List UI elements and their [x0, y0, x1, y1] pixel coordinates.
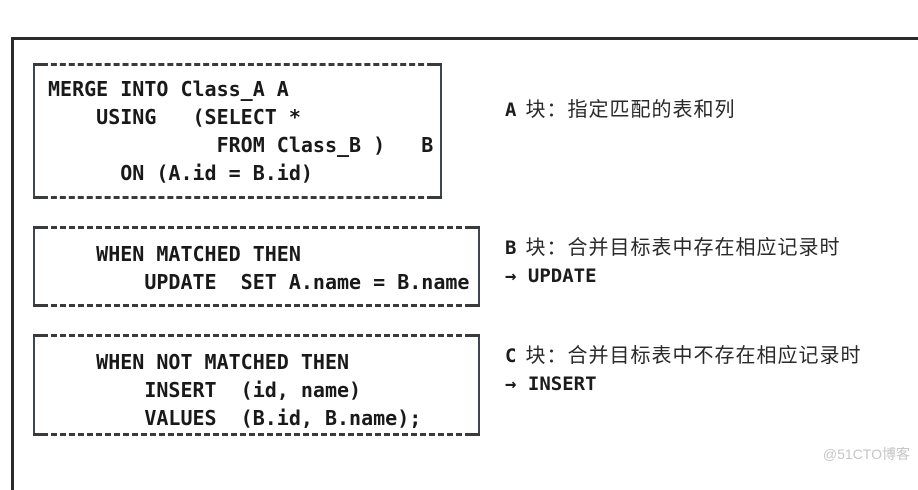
merge-sql-code: MERGE INTO Class_A A USING (SELECT * FRO… — [48, 77, 434, 185]
corner-tick — [33, 334, 44, 337]
block-c-description: 块：合并目标表中不存在相应记录时 — [525, 345, 862, 367]
block-b-label-line: B 块：合并目标表中存在相应记录时 — [505, 234, 840, 262]
watermark: @51CTO博客 — [822, 446, 910, 462]
block-c-label-line: C 块：合并目标表中不存在相应记录时 — [505, 342, 861, 370]
code-box-when-not-matched: WHEN NOT MATCHED THEN INSERT (id, name) … — [33, 334, 480, 436]
corner-tick — [469, 304, 480, 307]
block-c-letter: C — [505, 345, 517, 367]
corner-tick — [469, 433, 480, 436]
annotation-block-c: C 块：合并目标表中不存在相应记录时 → INSERT — [505, 342, 861, 398]
when-not-matched-sql-code: WHEN NOT MATCHED THEN INSERT (id, name) … — [96, 350, 422, 430]
corner-tick — [431, 196, 442, 199]
corner-tick — [33, 226, 44, 229]
corner-tick — [33, 433, 44, 436]
block-b-description: 块：合并目标表中存在相应记录时 — [525, 237, 841, 259]
corner-tick — [431, 63, 442, 66]
corner-tick — [33, 196, 44, 199]
annotation-block-a: A 块：指定匹配的表和列 — [505, 96, 735, 124]
corner-tick — [33, 304, 44, 307]
block-a-description: 块：指定匹配的表和列 — [525, 99, 736, 121]
code-box-when-matched: WHEN MATCHED THEN UPDATE SET A.name = B.… — [33, 226, 480, 307]
outer-frame — [11, 37, 918, 490]
annotation-block-b: B 块：合并目标表中存在相应记录时 → UPDATE — [505, 234, 840, 290]
code-box-merge: MERGE INTO Class_A A USING (SELECT * FRO… — [33, 63, 442, 199]
block-b-letter: B — [505, 237, 517, 259]
when-matched-sql-code: WHEN MATCHED THEN UPDATE SET A.name = B.… — [96, 242, 470, 294]
block-a-letter: A — [505, 99, 517, 121]
block-b-arrow-keyword: → UPDATE — [505, 265, 597, 287]
corner-tick — [469, 226, 480, 229]
block-c-arrow-keyword: → INSERT — [505, 373, 597, 395]
corner-tick — [469, 334, 480, 337]
corner-tick — [33, 63, 44, 66]
